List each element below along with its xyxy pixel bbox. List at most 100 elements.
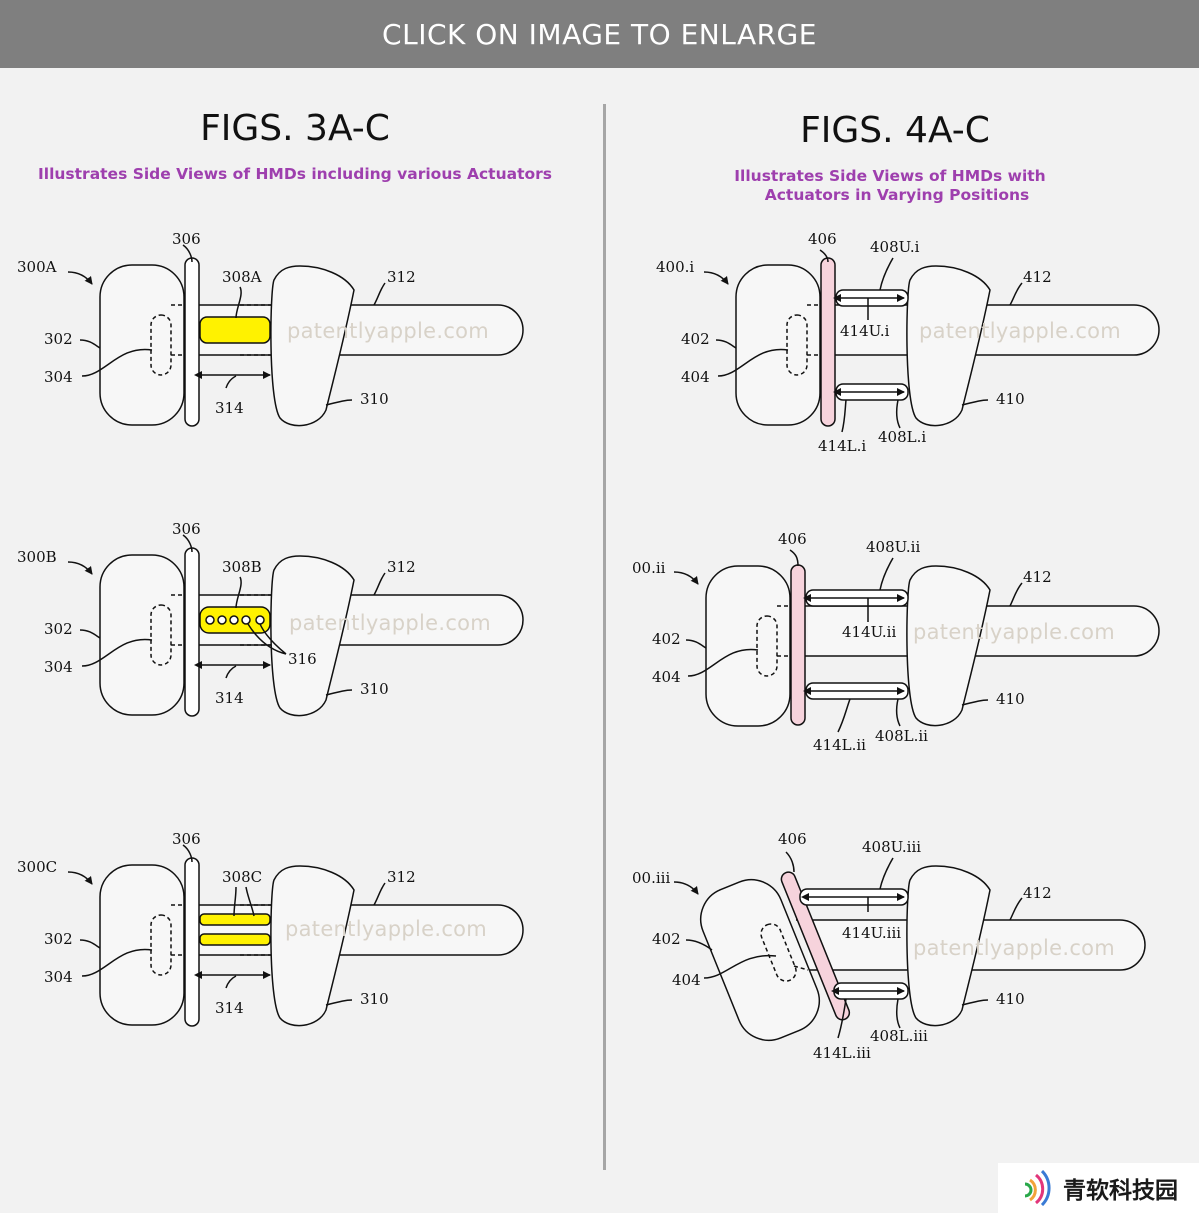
leader-308b <box>235 576 242 609</box>
leader-308c <box>233 886 255 917</box>
enlarge-banner[interactable]: CLICK ON IMAGE TO ENLARGE <box>0 0 1199 68</box>
right-figure-subtitle: Illustrates Side Views of HMDs with Actu… <box>690 167 1090 205</box>
body-402 <box>699 878 821 1042</box>
label-314: 314 <box>215 399 244 417</box>
watermark: patentlyapple.com <box>285 917 487 941</box>
leader-310 <box>325 399 353 406</box>
leader-310 <box>325 689 353 696</box>
label-304: 304 <box>44 968 73 986</box>
pad-410 <box>906 865 991 1027</box>
leader-402 <box>715 339 737 349</box>
label-306: 306 <box>172 230 201 248</box>
right-subtitle-line1: Illustrates Side Views of HMDs with <box>734 167 1046 185</box>
leader-406 <box>819 249 829 263</box>
label-414u: 414U.ii <box>842 623 896 641</box>
leader-300c <box>67 871 93 885</box>
leader-300b <box>67 561 93 575</box>
panel-divider <box>603 104 606 1170</box>
label-408l: 408L.i <box>878 428 926 446</box>
leader-404 <box>687 648 759 677</box>
frame-306 <box>184 857 200 1027</box>
body-302 <box>99 264 185 426</box>
label-304: 304 <box>44 368 73 386</box>
leader-410 <box>961 999 989 1006</box>
element-316 <box>241 615 251 625</box>
label-412: 412 <box>1023 568 1052 586</box>
pad-410 <box>906 565 991 727</box>
actuator-308c-upper <box>199 913 271 926</box>
lens-304 <box>150 314 172 376</box>
leader-414l <box>837 698 851 733</box>
leader-408l <box>895 698 901 727</box>
figure-3a <box>67 244 524 427</box>
leader-310 <box>325 999 353 1006</box>
label-302: 302 <box>44 930 73 948</box>
label-400ii: 00.ii <box>632 559 666 577</box>
label-406: 406 <box>778 530 807 548</box>
label-412: 412 <box>1023 268 1052 286</box>
leader-314 <box>225 665 237 679</box>
label-404: 404 <box>672 971 701 989</box>
label-312: 312 <box>387 868 416 886</box>
signal-waves-icon <box>1024 1170 1051 1206</box>
label-400iii: 00.iii <box>632 869 670 887</box>
leader-412 <box>1009 582 1023 607</box>
watermark: patentlyapple.com <box>919 319 1121 343</box>
right-subtitle-line2: Actuators in Varying Positions <box>764 186 1030 204</box>
left-figure-subtitle: Illustrates Side Views of HMDs including… <box>37 165 552 183</box>
left-figure-title: FIGS. 3A-C <box>200 108 390 149</box>
label-402: 402 <box>681 330 710 348</box>
body-402 <box>735 264 821 426</box>
label-414l: 414L.i <box>818 437 866 455</box>
leader-412 <box>1009 282 1023 306</box>
leader-302 <box>79 939 101 949</box>
label-408u: 408U.ii <box>866 538 920 556</box>
label-310: 310 <box>360 680 389 698</box>
figure-4a <box>703 249 1160 433</box>
figure-4a-labels: 400.i 406 408U.i 412 402 404 414U.i 410 … <box>656 230 1121 455</box>
element-316 <box>205 615 215 625</box>
element-316 <box>255 615 265 625</box>
pad-410 <box>906 265 991 427</box>
lens-304 <box>150 914 172 976</box>
leader-408u <box>879 857 894 890</box>
logo-text: 青软科技园 <box>1063 1178 1178 1204</box>
body-302 <box>99 554 185 716</box>
label-308c: 308C <box>222 868 262 886</box>
element-316 <box>229 615 239 625</box>
label-408l: 408L.iii <box>870 1027 928 1045</box>
leader-302 <box>79 629 101 639</box>
figure-4b <box>673 549 1160 733</box>
label-414l: 414L.iii <box>813 1044 871 1062</box>
lens-404 <box>786 314 808 376</box>
right-figure-title: FIGS. 4A-C <box>800 110 990 151</box>
label-308a: 308A <box>222 268 262 286</box>
pad-310 <box>270 865 355 1027</box>
lens-304 <box>150 604 172 666</box>
body-402 <box>705 565 791 727</box>
leader-304 <box>81 948 153 977</box>
actuator-308c-lower <box>199 933 271 946</box>
leader-410 <box>961 399 989 406</box>
site-logo[interactable]: 青软科技园 <box>998 1163 1199 1213</box>
label-300c: 300C <box>17 858 57 876</box>
label-400i: 400.i <box>656 258 694 276</box>
figure-3a-labels: 300A 306 308A 312 302 304 314 310 patent… <box>17 230 489 417</box>
leader-408l <box>895 998 901 1029</box>
leader-412 <box>1009 897 1023 921</box>
leader-400 <box>703 271 729 285</box>
leader-306 <box>182 534 193 553</box>
label-314: 314 <box>215 689 244 707</box>
element-316 <box>217 615 227 625</box>
leader-306 <box>182 244 193 263</box>
leader-306 <box>182 844 193 863</box>
leader-408u <box>879 257 894 291</box>
label-304: 304 <box>44 658 73 676</box>
leader-404 <box>717 348 789 377</box>
leader-302 <box>79 339 101 349</box>
pad-310 <box>270 265 355 427</box>
label-410: 410 <box>996 990 1025 1008</box>
label-408u: 408U.iii <box>862 838 921 856</box>
label-302: 302 <box>44 620 73 638</box>
